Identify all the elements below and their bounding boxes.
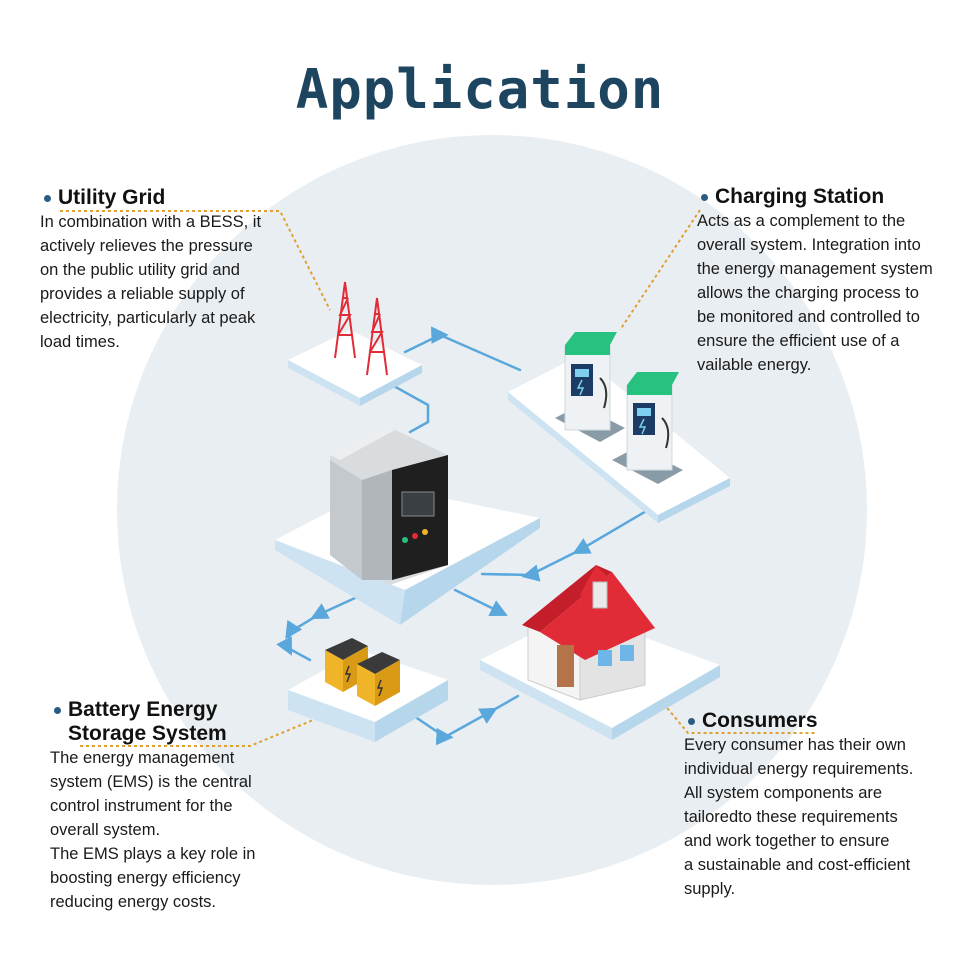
flow-ems-to-house bbox=[453, 588, 508, 617]
ems-cabinet-icon bbox=[330, 425, 448, 585]
section-text-line: supply. bbox=[684, 880, 736, 898]
section-text-line: allows the charging process to bbox=[697, 284, 919, 302]
section-title: Battery Energy bbox=[68, 698, 218, 721]
section-text-line: The EMS plays a key role in bbox=[50, 845, 256, 863]
utility-grid-node bbox=[288, 281, 422, 406]
section-text-line: tailoredto these requirements bbox=[684, 808, 898, 826]
section-charging-station: Charging Station Acts as a complement to… bbox=[697, 185, 933, 377]
bullet-icon bbox=[54, 707, 61, 714]
section-text-line: reducing energy costs. bbox=[50, 893, 217, 911]
leader-utility-grid bbox=[60, 210, 331, 311]
section-text-line: overall system. bbox=[50, 821, 161, 839]
section-text-line: All system components are bbox=[684, 784, 883, 802]
section-text-line: and work together to ensure bbox=[684, 832, 890, 850]
section-text-line: load times. bbox=[40, 333, 120, 351]
section-title: Consumers bbox=[702, 709, 818, 732]
section-text-line: overall system. Integration into bbox=[697, 236, 921, 254]
battery-node bbox=[288, 638, 448, 742]
leader-charging-station bbox=[619, 209, 701, 331]
section-text-line: actively relieves the pressure bbox=[40, 237, 253, 255]
charging-station-node bbox=[508, 332, 730, 523]
page-title: Application bbox=[295, 58, 665, 121]
section-text-line: the energy management system bbox=[697, 260, 933, 278]
transmission-tower-icon bbox=[334, 281, 388, 376]
section-text-line: system (EMS) is the central bbox=[50, 773, 252, 791]
section-text-line: electricity, particularly at peak bbox=[40, 309, 256, 327]
house-icon bbox=[522, 565, 655, 701]
bullet-icon bbox=[44, 195, 51, 202]
section-text-line: a sustainable and cost-efficient bbox=[684, 856, 911, 874]
section-text-line: ensure the efficient use of a bbox=[697, 332, 900, 350]
section-text-line: control instrument for the bbox=[50, 797, 233, 815]
flow-grid-to-charger bbox=[403, 326, 522, 372]
flow-battery-to-house bbox=[406, 694, 520, 746]
ems-node bbox=[275, 425, 540, 625]
bullet-icon bbox=[701, 194, 708, 201]
bullet-icon bbox=[688, 718, 695, 725]
consumers-node bbox=[480, 565, 720, 740]
section-text-line: individual energy requirements. bbox=[684, 760, 914, 778]
flow-grid-down bbox=[390, 383, 430, 434]
section-text-line: vailable energy. bbox=[697, 356, 812, 374]
section-consumers: Consumers Every consumer has their own i… bbox=[684, 709, 913, 901]
section-text-line: Every consumer has their own bbox=[684, 736, 906, 754]
flow-ems-to-battery bbox=[276, 596, 357, 662]
section-text-line: be monitored and controlled to bbox=[697, 308, 920, 326]
section-text-line: In combination with a BESS, it bbox=[40, 213, 262, 231]
flow-lines bbox=[276, 326, 667, 746]
section-utility-grid: Utility Grid In combination with a BESS,… bbox=[40, 186, 261, 354]
section-text-line: Acts as a complement to the bbox=[697, 212, 906, 230]
section-title: Charging Station bbox=[715, 185, 885, 208]
section-text-line: boosting energy efficiency bbox=[50, 869, 241, 887]
leader-battery bbox=[80, 717, 319, 747]
ev-charger-icon bbox=[564, 332, 617, 431]
section-title-line2: Storage System bbox=[68, 722, 227, 745]
section-text-line: The energy management bbox=[50, 749, 235, 767]
ev-charger-icon bbox=[626, 372, 679, 471]
battery-pack-icon bbox=[325, 638, 400, 706]
flow-charger-to-house bbox=[480, 498, 667, 582]
section-title: Utility Grid bbox=[58, 186, 166, 209]
section-text-line: on the public utility grid and bbox=[40, 261, 240, 279]
section-text-line: provides a reliable supply of bbox=[40, 285, 245, 303]
